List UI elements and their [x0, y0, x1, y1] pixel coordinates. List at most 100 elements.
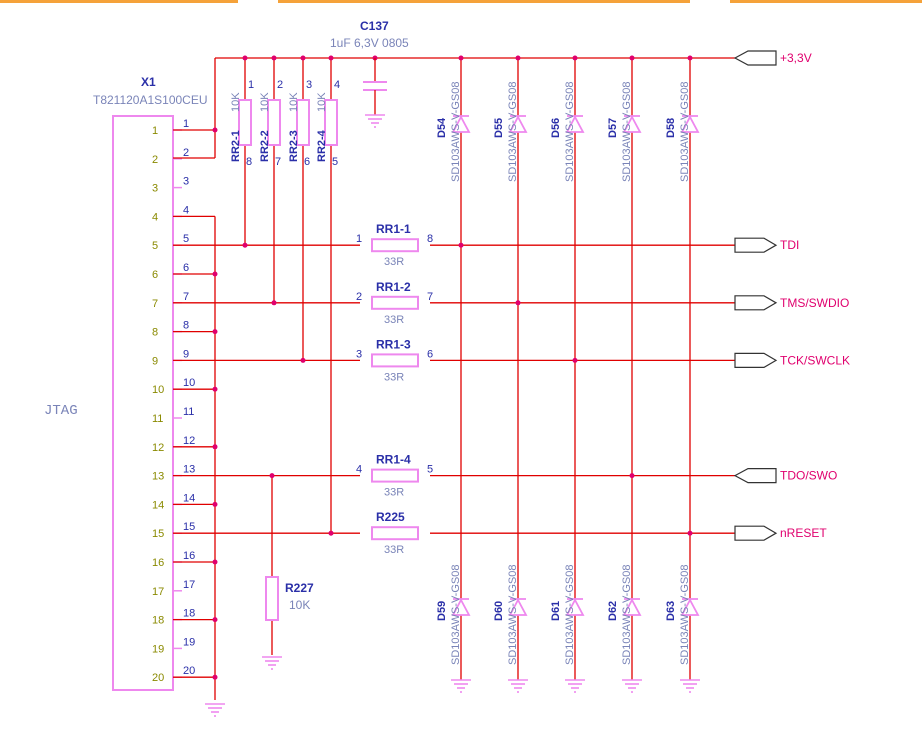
connector-pin-number: 14 [152, 499, 164, 511]
diode-triangle [680, 598, 700, 616]
r227-ref: R227 [285, 581, 314, 595]
pullup-value: 10K [288, 92, 300, 112]
series-resistor-body [371, 295, 419, 310]
junction-dot [458, 242, 464, 248]
junction-dot [269, 473, 275, 479]
diode-ref: D58 [665, 118, 677, 138]
connector-pin-number: 11 [152, 413, 163, 425]
connector-pin-number: 15 [152, 528, 164, 540]
junction-dot [328, 530, 334, 536]
connector-pin-label: 10 [183, 377, 195, 389]
diode-triangle [622, 115, 642, 133]
diode-triangle [508, 115, 528, 133]
junction-dot [687, 530, 693, 536]
connector-pin-number: 5 [152, 240, 158, 252]
connector-pin-label: 17 [183, 579, 195, 591]
diode-part: SD103AWS-V-GS08 [621, 565, 633, 665]
connector-pin-label: 4 [183, 204, 189, 216]
pullup-bottom-pin: 8 [246, 156, 252, 168]
diode-part: SD103AWS-V-GS08 [507, 565, 519, 665]
port-flag: TMS/SWDIO [734, 295, 849, 311]
junction-dot [515, 55, 521, 61]
connector-pin-label: 20 [183, 665, 195, 677]
connector-pin-label: 5 [183, 233, 189, 245]
connector-pin-label: 16 [183, 550, 195, 562]
port-arrow [734, 525, 778, 541]
series-resistor-body [371, 238, 419, 253]
connector-pin-label: 9 [183, 348, 189, 360]
connector-pin-number: 20 [152, 672, 164, 684]
connector-pin-label: 18 [183, 608, 195, 620]
diode-ref: D57 [607, 118, 619, 138]
connector-pin-number: 7 [152, 298, 158, 310]
junction-dot [242, 242, 248, 248]
series-resistor-ref: RR1-1 [376, 222, 411, 236]
junction-dot [212, 444, 218, 450]
connector-pin-label: 1 [183, 118, 189, 130]
port-arrow [734, 237, 778, 253]
connector-pin-label: 8 [183, 320, 189, 332]
junction-dot [629, 473, 635, 479]
port-label: nRESET [780, 526, 827, 540]
diode-part: SD103AWS-V-GS08 [450, 82, 462, 182]
diode-triangle [508, 598, 528, 616]
series-resistor-left-pin: 1 [356, 233, 362, 245]
connector-pin-number: 13 [152, 471, 164, 483]
series-resistor-value: 33R [384, 371, 404, 383]
connector-pin-label: 19 [183, 636, 195, 648]
port-flag: TDO/SWO [733, 468, 837, 484]
pullup-top-pin: 1 [248, 79, 254, 91]
ground-symbol [622, 679, 642, 693]
series-resistor-right-pin: 5 [427, 464, 433, 476]
pullup-ref: RR2-3 [288, 130, 300, 162]
ground-symbols [205, 114, 700, 717]
r227-body [265, 576, 279, 621]
connector-pin-number: 12 [152, 442, 164, 454]
diode-part: SD103AWS-V-GS08 [564, 565, 576, 665]
junction-dot [212, 501, 218, 507]
port-arrow [734, 295, 778, 311]
junction-dot [242, 55, 248, 61]
junction-dot [328, 55, 334, 61]
diode-part: SD103AWS-V-GS08 [507, 82, 519, 182]
connector-pin-label: 11 [183, 406, 194, 418]
diode-ref: D55 [493, 118, 505, 138]
junction-dot [212, 559, 218, 565]
junction-dot [687, 55, 693, 61]
connector-pin-number: 6 [152, 269, 158, 281]
junction-dot [572, 357, 578, 363]
diode-triangle [451, 598, 471, 616]
pullup-resistor-body [296, 99, 310, 146]
junction-dot [300, 55, 306, 61]
junctions [212, 55, 693, 680]
r227-value: 10K [289, 598, 310, 612]
diode-triangle [680, 115, 700, 133]
series-resistor-body [371, 468, 419, 483]
diode-ref: D63 [665, 601, 677, 621]
series-resistor-value: 33R [384, 544, 404, 556]
diode-part: SD103AWS-V-GS08 [679, 82, 691, 182]
connector-pin-label: 7 [183, 291, 189, 303]
connector-pin-number: 19 [152, 643, 164, 655]
series-resistor-body [371, 353, 419, 368]
junction-dot [212, 329, 218, 335]
series-resistor-value: 33R [384, 487, 404, 499]
port-flag: nRESET [734, 525, 827, 541]
pullup-bottom-pin: 5 [332, 156, 338, 168]
connector-pin-number: 1 [152, 125, 158, 137]
diode-triangle [622, 598, 642, 616]
port-flag: TCK/SWCLK [734, 352, 850, 368]
ground-symbol [262, 656, 282, 670]
connector-ref: X1 [141, 75, 156, 89]
port-flag: +3,3V [733, 50, 812, 66]
pullup-bottom-pin: 6 [304, 156, 310, 168]
